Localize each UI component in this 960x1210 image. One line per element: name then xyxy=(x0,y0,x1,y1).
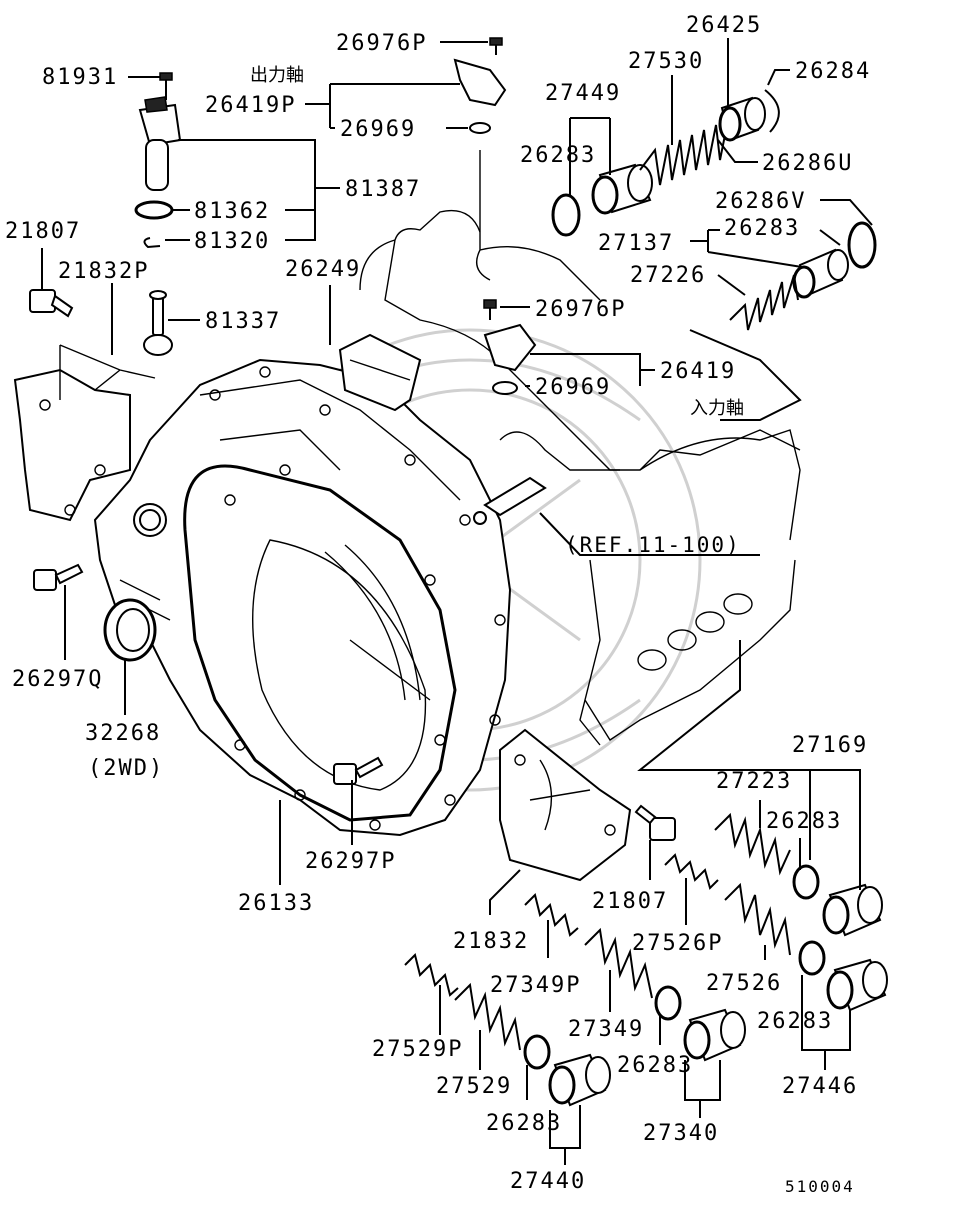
oil-pipe-ref xyxy=(473,476,547,525)
spring-27226 xyxy=(729,274,799,331)
bracket-21832 xyxy=(499,728,632,882)
label-26297Q: 26297Q xyxy=(12,667,103,692)
oil-seal-32268 xyxy=(103,598,157,662)
spring-27526 xyxy=(724,882,791,956)
bracket-21832P xyxy=(13,344,156,522)
label-27137: 27137 xyxy=(598,231,674,256)
transmission-body-outline xyxy=(359,209,801,746)
piston-27137 xyxy=(792,221,877,299)
accumulator-piston-27449 xyxy=(551,163,653,237)
label-26283-d: 26283 xyxy=(757,1009,833,1034)
label-32268: 32268 xyxy=(85,721,161,746)
diagram-code: 510004 xyxy=(785,1177,855,1196)
label-21832P: 21832P xyxy=(58,259,149,284)
label-21807-top: 21807 xyxy=(5,219,81,244)
label-26283-b: 26283 xyxy=(724,216,800,241)
label-26283-c: 26283 xyxy=(766,809,842,834)
label-27529: 27529 xyxy=(436,1074,512,1099)
label-27349P: 27349P xyxy=(490,973,581,998)
label-2wd: (2WD) xyxy=(88,756,164,781)
spring-27223 xyxy=(714,812,791,876)
bolt-26297P xyxy=(333,756,384,785)
label-26249: 26249 xyxy=(285,257,361,282)
label-26976P-mid: 26976P xyxy=(535,297,626,322)
label-81337: 81337 xyxy=(205,309,281,334)
spring-27526P xyxy=(664,853,719,890)
label-81931: 81931 xyxy=(42,65,118,90)
accumulator-piston-27340 xyxy=(654,985,746,1062)
leader-lines xyxy=(41,38,873,1165)
label-27446: 27446 xyxy=(782,1074,858,1099)
spring-27349P xyxy=(524,893,579,937)
label-ref-11-100: (REF.11-100) xyxy=(565,533,741,557)
label-27449: 27449 xyxy=(545,81,621,106)
label-input-shaft: 入力軸 xyxy=(690,398,744,419)
bell-housing-26133 xyxy=(93,358,512,837)
label-26976P-top: 26976P xyxy=(336,31,427,56)
label-21832: 21832 xyxy=(453,929,529,954)
accumulator-piston-27440 xyxy=(523,1034,611,1107)
spring-27529 xyxy=(454,982,521,1051)
label-27526: 27526 xyxy=(706,971,782,996)
label-26419: 26419 xyxy=(660,359,736,384)
label-27530: 27530 xyxy=(628,49,704,74)
label-27349: 27349 xyxy=(568,1017,644,1042)
label-81320: 81320 xyxy=(194,229,270,254)
bolt-21807-lower xyxy=(634,804,676,841)
speed-sensor-81387 xyxy=(134,72,182,249)
piston-26425 xyxy=(718,89,780,142)
label-21807-bot: 21807 xyxy=(592,889,668,914)
part-labels: 81931 26976P 出力軸 26419P 26969 81387 8136… xyxy=(5,13,871,1196)
accumulator-piston-27169 xyxy=(792,864,883,937)
label-27223: 27223 xyxy=(716,769,792,794)
accumulator-piston-27446 xyxy=(798,940,888,1012)
label-26969-top: 26969 xyxy=(340,117,416,142)
label-26284: 26284 xyxy=(795,59,871,84)
speed-sensor-26419 xyxy=(483,299,537,395)
label-27529P: 27529P xyxy=(372,1037,463,1062)
speed-sensor-26419P xyxy=(453,37,507,281)
label-26425: 26425 xyxy=(686,13,762,38)
bolt-26297Q xyxy=(33,563,84,591)
label-26419P: 26419P xyxy=(205,93,296,118)
label-26283-a: 26283 xyxy=(520,143,596,168)
spring-27349 xyxy=(584,927,653,999)
label-26133: 26133 xyxy=(238,891,314,916)
label-26969-mid: 26969 xyxy=(535,375,611,400)
label-output-shaft: 出力軸 xyxy=(250,65,304,86)
bolt-21807-upper xyxy=(29,289,74,318)
label-27340: 27340 xyxy=(643,1121,719,1146)
label-26286U: 26286U xyxy=(762,151,853,176)
label-26286V: 26286V xyxy=(715,189,806,214)
cover-26249 xyxy=(338,333,422,412)
spring-27529P xyxy=(404,953,459,997)
label-27169: 27169 xyxy=(792,733,868,758)
label-26283-f: 26283 xyxy=(486,1111,562,1136)
label-81387: 81387 xyxy=(345,177,421,202)
label-27526P: 27526P xyxy=(632,931,723,956)
label-26297P: 26297P xyxy=(305,849,396,874)
spring-27530 xyxy=(639,119,729,186)
label-27440: 27440 xyxy=(510,1169,586,1194)
label-27226: 27226 xyxy=(630,263,706,288)
sensor-81337 xyxy=(143,290,173,356)
label-81362: 81362 xyxy=(194,199,270,224)
label-26283-e: 26283 xyxy=(617,1053,693,1078)
